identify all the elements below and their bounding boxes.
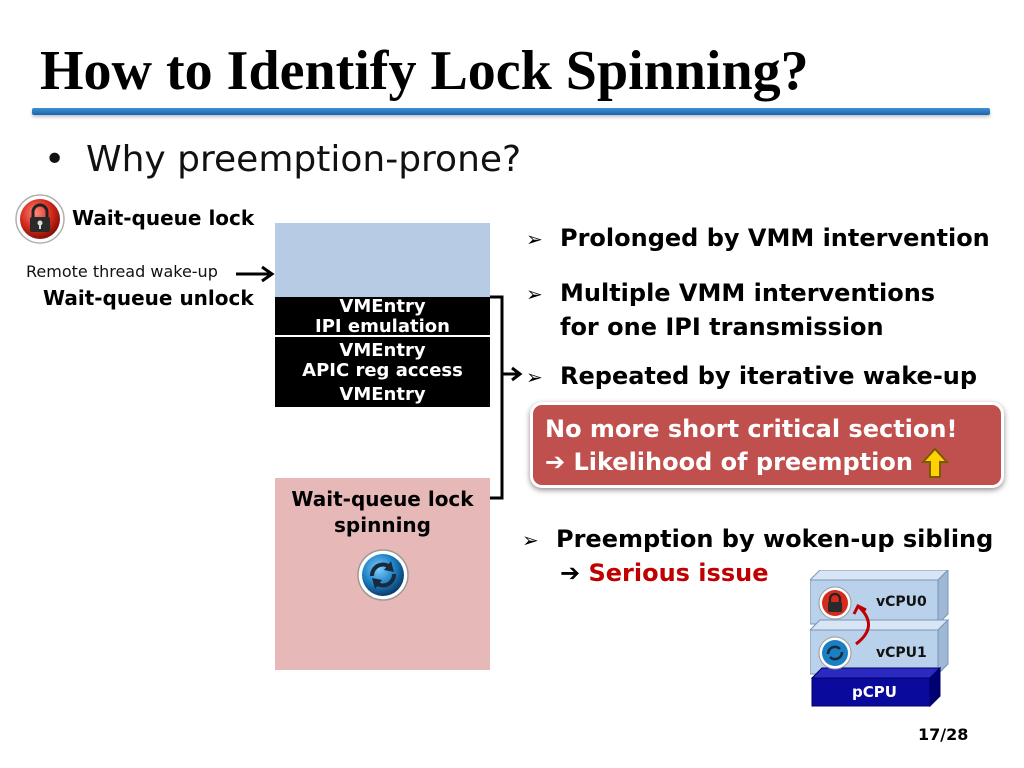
callout-line-2: ➔ Likelihood of preemption bbox=[545, 446, 989, 479]
bullet-text: Why preemption-prone? bbox=[86, 139, 522, 180]
point-prolonged: ➢Prolonged by VMM intervention bbox=[526, 222, 990, 255]
point-multiple-cont: for one IPI transmission bbox=[560, 313, 884, 341]
bullet-arrow-icon: ➢ bbox=[522, 528, 539, 552]
wait-queue-unlock-label: Wait-queue unlock bbox=[43, 286, 254, 310]
point-preemption: ➢Preemption by woken-up sibling bbox=[522, 523, 993, 556]
arrow-icon: ➔ bbox=[560, 559, 581, 587]
vcpu0-label: vCPU0 bbox=[876, 594, 927, 610]
ipi-emulation-block: VMEntry IPI emulation bbox=[275, 297, 490, 335]
ipi-emulation-label: IPI emulation bbox=[315, 316, 450, 336]
spin-label-2: spinning bbox=[334, 513, 431, 537]
apic-reg-access-label: APIC reg access bbox=[302, 360, 463, 381]
callout-box: No more short critical section! ➔ Likeli… bbox=[530, 402, 1004, 488]
spin-label-1: Wait-queue lock bbox=[291, 487, 474, 511]
up-arrow-icon bbox=[920, 447, 949, 478]
bullet-arrow-icon: ➢ bbox=[526, 365, 543, 389]
spin-icon bbox=[356, 549, 409, 601]
spinning-block: Wait-queue lock spinning bbox=[275, 478, 490, 670]
bullet-arrow-icon: ➢ bbox=[526, 282, 543, 306]
bullet-dot: • bbox=[44, 139, 66, 180]
cpu-diagram: vCPU0 vCPU1 pCPU bbox=[810, 570, 950, 710]
vcpu1-label: vCPU1 bbox=[876, 645, 927, 661]
title-rule bbox=[32, 108, 990, 115]
critical-section-block bbox=[275, 223, 490, 297]
serious-issue-label: Serious issue bbox=[588, 559, 769, 587]
lock-icon bbox=[15, 194, 65, 244]
callout-line-1: No more short critical section! bbox=[545, 415, 958, 443]
brace bbox=[490, 295, 523, 500]
vmentry-label: VMEntry bbox=[339, 297, 426, 317]
spin-icon bbox=[818, 636, 852, 670]
arrow-icon: ➔ bbox=[545, 448, 566, 476]
wait-queue-lock-label: Wait-queue lock bbox=[72, 206, 255, 230]
vmentry-block: VMEntry bbox=[275, 383, 490, 407]
pcpu-label: pCPU bbox=[852, 683, 897, 701]
bullet-arrow-icon: ➢ bbox=[526, 227, 543, 251]
wakeup-arrow bbox=[236, 265, 275, 283]
vmentry-label: VMEntry bbox=[339, 384, 426, 405]
vmentry-label: VMEntry bbox=[339, 340, 426, 361]
point-serious: ➔ Serious issue bbox=[560, 557, 768, 589]
lock-icon bbox=[818, 586, 852, 620]
bullet-why: • Why preemption-prone? bbox=[44, 138, 521, 182]
point-repeated: ➢Repeated by iterative wake-up bbox=[526, 360, 977, 393]
remote-wakeup-label: Remote thread wake-up bbox=[26, 262, 218, 281]
page-number: 17/28 bbox=[918, 725, 969, 744]
slide-title: How to Identify Lock Spinning? bbox=[40, 40, 809, 102]
point-multiple: ➢Multiple VMM interventions bbox=[526, 277, 935, 310]
apic-access-block: VMEntry APIC reg access bbox=[275, 337, 490, 383]
